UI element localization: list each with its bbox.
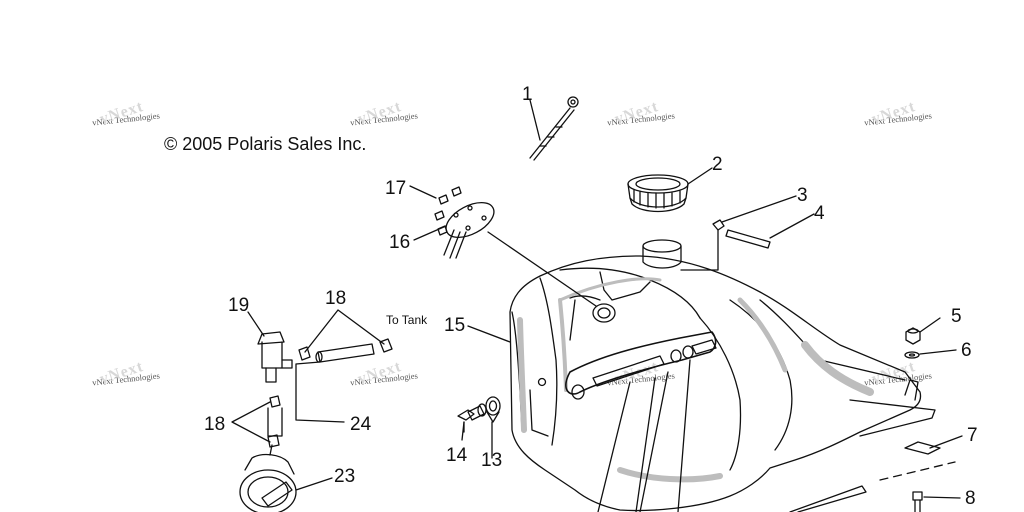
part-18-clamps (267, 338, 393, 448)
callout-5: 5 (951, 306, 962, 327)
callout-1: 1 (522, 84, 533, 105)
strap (789, 485, 867, 512)
hose-upper (315, 343, 375, 363)
callout-8: 8 (965, 488, 976, 509)
callout-19: 19 (228, 295, 249, 316)
callout-6: 6 (961, 340, 972, 361)
to-tank-label: To Tank (386, 313, 428, 327)
callout-24: 24 (350, 414, 372, 435)
callout-2: 2 (712, 154, 723, 175)
part-1-tube (529, 96, 579, 161)
part-7-pad (904, 441, 941, 455)
part-3-elbow (680, 219, 725, 271)
part-2-fuel-cap (627, 174, 689, 213)
callout-3: 3 (797, 185, 808, 206)
part-19-fuel-valve (257, 331, 293, 383)
tank-hose-fittings (571, 339, 717, 400)
callout-13: 13 (481, 450, 502, 471)
callout-17: 17 (385, 178, 406, 199)
part-5-nut (905, 327, 921, 345)
callout-16: 16 (389, 232, 410, 253)
callout-leaders (231, 99, 963, 499)
part-8-bolt (912, 491, 923, 512)
callout-15: 15 (444, 315, 465, 336)
part-6-washer (904, 351, 920, 359)
callout-7: 7 (967, 425, 978, 446)
part-14-valve (457, 403, 487, 433)
part-24-hose (267, 407, 283, 437)
part-4-vent-hose (725, 229, 771, 249)
part-13-grommet (485, 396, 501, 423)
part-23-filter (239, 444, 297, 512)
callout-numbers: 1 2 3 4 5 6 7 8 13 14 15 16 17 18 18 19 … (204, 84, 978, 509)
callout-18-lower: 18 (204, 414, 225, 435)
fuel-tank (509, 239, 936, 512)
part-16-sender-plate (443, 201, 495, 259)
callout-18-upper: 18 (325, 288, 346, 309)
callout-23: 23 (334, 466, 355, 487)
callout-4: 4 (814, 203, 825, 224)
copyright-notice: © 2005 Polaris Sales Inc. (164, 134, 367, 154)
callout-14: 14 (446, 445, 468, 466)
